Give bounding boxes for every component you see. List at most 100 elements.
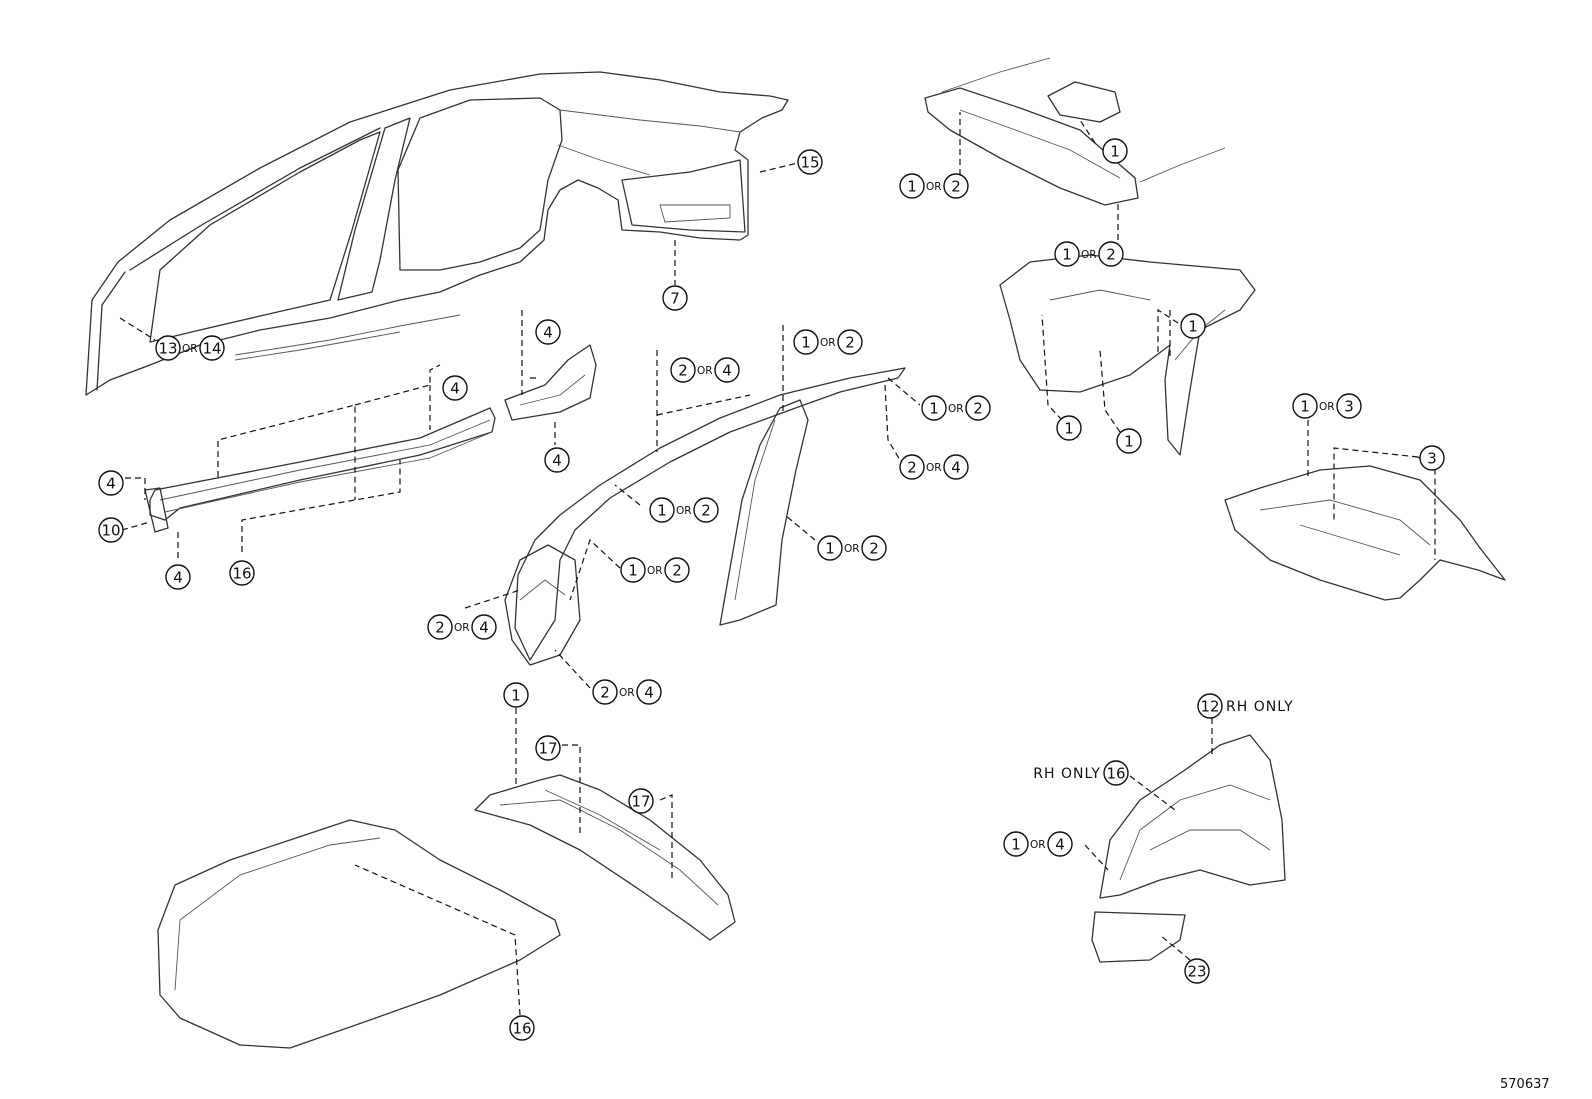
front-apron-wheelhouse (1091, 734, 1286, 963)
callout-circle (1102, 138, 1128, 164)
callout-number: 4 (479, 619, 489, 637)
callout-or-text: OR (926, 181, 942, 193)
callout-or-text: OR (1081, 249, 1097, 261)
callout-c1-rearpanel-mid: 1 (1116, 428, 1142, 454)
callout-c3-floor: 3 (1419, 445, 1445, 471)
callout-number: 2 (951, 178, 961, 196)
callout-number: 1 (907, 178, 917, 196)
callout-c10: 10 (98, 517, 124, 543)
callout-or-text: OR (676, 505, 692, 517)
callout-number: 13 (158, 340, 177, 358)
callout-c1or2-roofrail: 1 OR 2 (793, 329, 863, 355)
callout-or-text: OR (948, 403, 964, 415)
pillar-bracket (504, 344, 597, 421)
callout-number: 2 (869, 540, 879, 558)
callout-number: 2 (845, 334, 855, 352)
leader-lines (119, 112, 1436, 1016)
callout-or-text: OR (1030, 839, 1046, 851)
callout-circle (98, 517, 124, 543)
callout-number: 1 (825, 540, 835, 558)
callout-circle (592, 679, 618, 705)
callout-number: 4 (450, 380, 460, 398)
callout-number: 2 (907, 459, 917, 477)
callout-number: 2 (600, 684, 610, 702)
callout-circle (471, 614, 497, 640)
callout-circle (662, 285, 688, 311)
callout-or-text: OR (182, 343, 198, 355)
callout-number: 4 (106, 475, 116, 493)
callout-circle (1103, 760, 1129, 786)
callout-circle (503, 682, 529, 708)
callout-circle (1180, 313, 1206, 339)
callout-circle (636, 679, 662, 705)
rear-panel-assembly (999, 254, 1256, 456)
callout-circle (535, 319, 561, 345)
callout-circle (628, 788, 654, 814)
side-body-panel (85, 71, 789, 396)
callout-number: 4 (543, 324, 553, 342)
callout-circle (714, 357, 740, 383)
callout-circle (1116, 428, 1142, 454)
callout-c1-rearpanel-top: 1 (1180, 313, 1206, 339)
callout-c17-cowl-right: 17 (628, 788, 654, 814)
callout-number: 1 (1110, 143, 1120, 161)
callout-circle (1003, 831, 1029, 857)
callout-c4-rocker-left: 4 (98, 470, 124, 496)
callout-number: 4 (1055, 836, 1065, 854)
callout-number: 14 (202, 340, 221, 358)
callout-or-text: OR (844, 543, 860, 555)
callout-circle (544, 447, 570, 473)
callout-circle (1197, 693, 1223, 719)
callout-number: 3 (1344, 398, 1354, 416)
callout-c16-rocker: 16 (229, 560, 255, 586)
callout-number: 4 (722, 362, 732, 380)
callout-c13or14: 13 OR 14 (155, 335, 225, 361)
callout-or-text: OR (647, 565, 663, 577)
callout-note: RH ONLY (1033, 766, 1101, 782)
callout-circle (98, 470, 124, 496)
callout-circle (155, 335, 181, 361)
callout-circle (861, 535, 887, 561)
callout-c1-rearpanel-left: 1 (1056, 415, 1082, 441)
callout-c4-rocker-bottom: 4 (165, 564, 191, 590)
callout-number: 4 (951, 459, 961, 477)
callout-number: 1 (657, 502, 667, 520)
callout-number: 17 (631, 793, 650, 811)
callout-number: 12 (1200, 698, 1219, 716)
callout-c23: 23 (1184, 958, 1210, 984)
callout-circle (899, 454, 925, 480)
diagram-id: 570637 (1500, 1077, 1550, 1092)
callout-or-text: OR (454, 622, 470, 634)
callout-circle (535, 735, 561, 761)
callout-number: 1 (929, 400, 939, 418)
callout-circle (693, 497, 719, 523)
callout-c4-rocker-top: 4 (442, 375, 468, 401)
callout-c1or2-bpillar: 1 OR 2 (817, 535, 887, 561)
callout-c7: 7 (662, 285, 688, 311)
callout-number: 1 (1124, 433, 1134, 451)
callout-circle (837, 329, 863, 355)
roof-panel (924, 57, 1226, 206)
callout-number: 15 (800, 154, 819, 172)
callout-number: 1 (801, 334, 811, 352)
callout-number: 16 (232, 565, 251, 583)
callout-circle (442, 375, 468, 401)
callout-circle (1056, 415, 1082, 441)
callout-number: 16 (512, 1020, 531, 1038)
callout-c17-cowl-left: 17 (535, 735, 561, 761)
callout-circle (1336, 393, 1362, 419)
callout-circle (817, 535, 843, 561)
callout-c1-roof: 1 (1102, 138, 1128, 164)
rear-floor-pan (1224, 465, 1506, 601)
callout-circle (899, 173, 925, 199)
callout-or-text: OR (820, 337, 836, 349)
callout-or-text: OR (1319, 401, 1335, 413)
callout-number: 1 (511, 687, 521, 705)
